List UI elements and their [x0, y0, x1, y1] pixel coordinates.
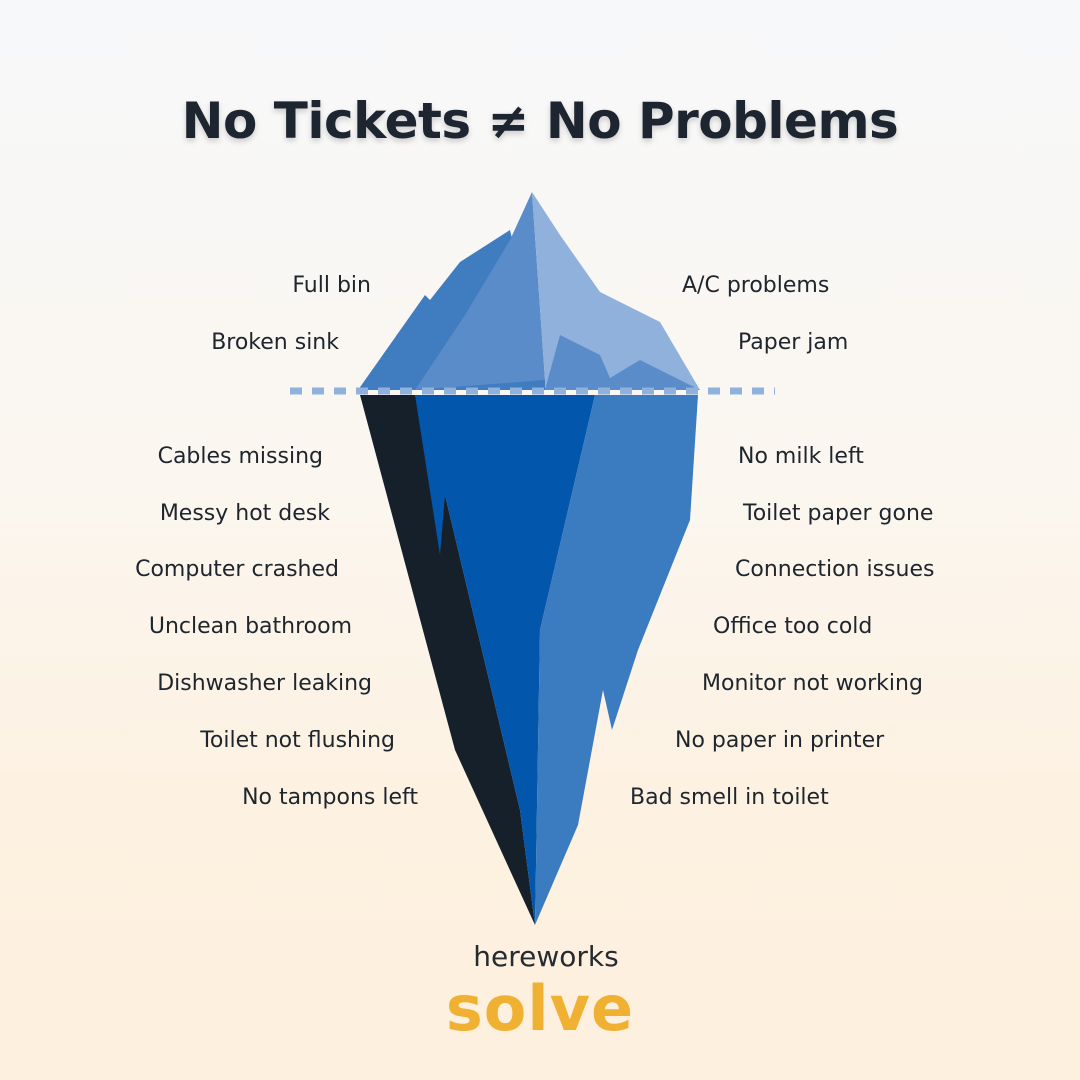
label-computer-crashed: Computer crashed	[135, 557, 339, 582]
brand-solve-logo: solve	[445, 972, 635, 1045]
label-connection-issues: Connection issues	[735, 557, 935, 582]
label-broken-sink: Broken sink	[211, 330, 339, 355]
label-monitor-not-working: Monitor not working	[702, 671, 923, 696]
brand-hereworks: hereworks	[473, 940, 619, 973]
label-toilet-paper-gone: Toilet paper gone	[743, 501, 934, 526]
label-bad-smell-in-toilet: Bad smell in toilet	[630, 785, 829, 810]
label-paper-jam: Paper jam	[738, 330, 849, 355]
label-no-paper-in-printer: No paper in printer	[675, 728, 885, 753]
label-office-too-cold: Office too cold	[713, 614, 873, 639]
label-cables-missing: Cables missing	[157, 444, 323, 469]
iceberg-tip-middle-face	[415, 192, 545, 390]
iceberg-tip-shadow-facet	[545, 335, 700, 390]
iceberg-underwater-right-face	[535, 395, 698, 925]
iceberg-underwater-dark-face	[360, 395, 535, 925]
iceberg-underwater-deep-face	[415, 395, 595, 925]
label-unclean-bathroom: Unclean bathroom	[148, 614, 352, 639]
label-no-tampons-left: No tampons left	[242, 785, 418, 810]
iceberg-tip-right-face	[532, 192, 700, 390]
label-full-bin: Full bin	[292, 273, 371, 298]
label-messy-hot-desk: Messy hot desk	[159, 501, 330, 526]
label-ac-problems: A/C problems	[682, 273, 830, 298]
label-toilet-not-flushing: Toilet not flushing	[200, 728, 395, 753]
label-dishwasher-leaking: Dishwasher leaking	[157, 671, 372, 696]
page-title: No Tickets ≠ No Problems	[181, 92, 899, 150]
label-no-milk-left: No milk left	[738, 444, 864, 469]
